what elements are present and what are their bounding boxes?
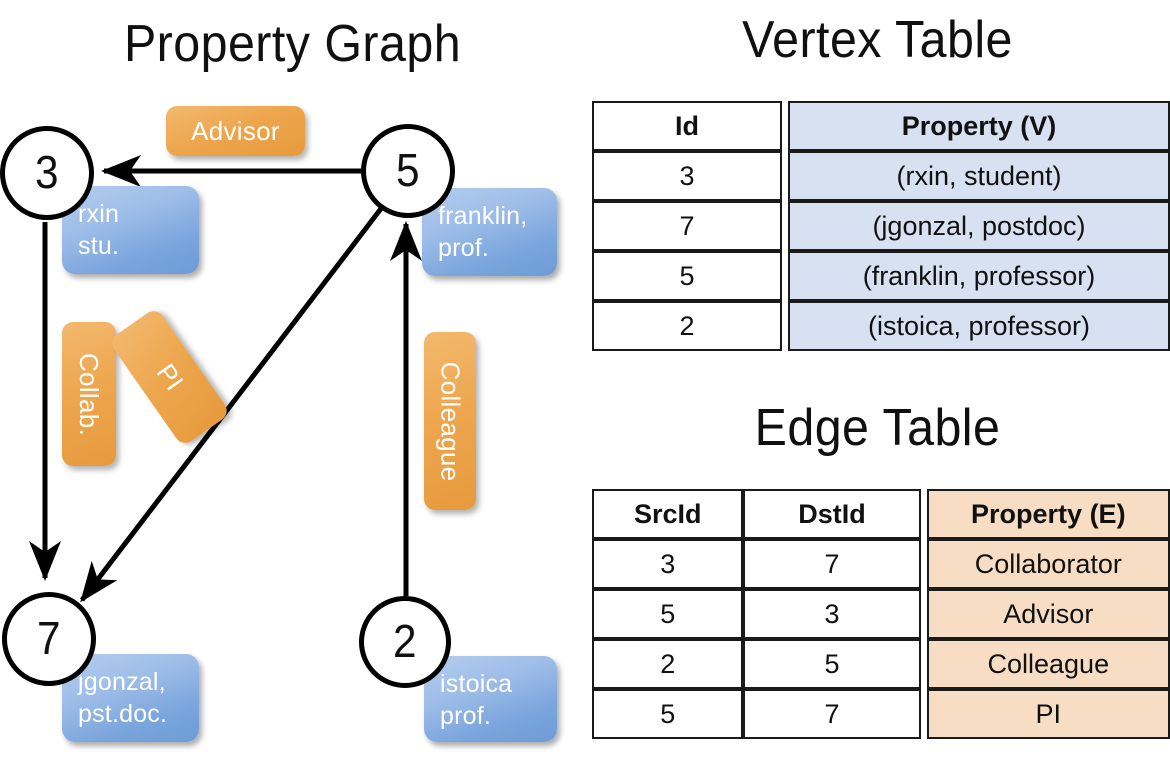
graph-node-7-label: 7 [37, 612, 61, 664]
vertex-cell-id: 2 [592, 301, 782, 351]
page-title-property-graph: Property Graph [123, 15, 462, 73]
node-property-box-2: istoica prof. [424, 656, 557, 742]
edge-cell-srcid: 2 [592, 639, 744, 689]
vertex-cell-property: (rxin, student) [788, 151, 1170, 201]
edge-cell-srcid: 5 [592, 689, 744, 739]
edge-cell-property: Colleague [926, 639, 1170, 689]
table-header-row: Id Property (V) [592, 101, 1170, 151]
edge-table: SrcId DstId Property (E) 3 7 Collaborato… [592, 489, 1170, 739]
edge-cell-srcid: 5 [592, 589, 744, 639]
node-property-box-5: franklin, prof. [422, 188, 557, 276]
vertex-cell-property: (istoica, professor) [788, 301, 1170, 351]
edge-cell-srcid: 3 [592, 539, 744, 589]
vertex-header-id: Id [592, 101, 782, 151]
edge-label-colleague: Colleague [424, 332, 476, 510]
edge-cell-dstid: 7 [743, 689, 921, 739]
table-row: 3 7 Collaborator [592, 539, 1170, 589]
edge-label-pi-text: PI [150, 357, 190, 396]
table-header-row: SrcId DstId Property (E) [592, 489, 1170, 539]
table-row: 2 5 Colleague [592, 639, 1170, 689]
vertex-header-property: Property (V) [788, 101, 1170, 151]
vertex-table: Id Property (V) 3 (rxin, student) 7 (jgo… [592, 101, 1170, 351]
graph-node-7: 7 [2, 592, 96, 686]
table-row: 2 (istoica, professor) [592, 301, 1170, 351]
edge-label-colleague-text: Colleague [435, 361, 466, 481]
edge-cell-property: Collaborator [926, 539, 1170, 589]
table-row: 7 (jgonzal, postdoc) [592, 201, 1170, 251]
edge-cell-dstid: 5 [743, 639, 921, 689]
graph-edges-svg [29, 155, 422, 603]
page-title-vertex-table: Vertex Table [742, 11, 1013, 69]
edge-5-to-7 [80, 204, 385, 603]
edge-label-collab: Collab. [62, 322, 116, 466]
table-row: 3 (rxin, student) [592, 151, 1170, 201]
edge-cell-property: Advisor [926, 589, 1170, 639]
edge-label-collab-text: Collab. [74, 352, 105, 436]
edge-header-dstid: DstId [743, 489, 921, 539]
graph-node-2-label: 2 [393, 615, 417, 667]
graph-node-5-label: 5 [396, 144, 420, 196]
graph-node-3-label: 3 [35, 146, 59, 198]
table-row: 5 3 Advisor [592, 589, 1170, 639]
graph-node-5: 5 [361, 124, 455, 218]
vertex-cell-property: (franklin, professor) [788, 251, 1170, 301]
edge-label-advisor-text: Advisor [191, 115, 280, 146]
property-graph-panel: Property Graph Advisor Collab. PI [0, 15, 557, 742]
graph-node-3: 3 [0, 126, 94, 220]
node-property-box-3: rxin stu. [62, 186, 199, 274]
vertex-cell-id: 7 [592, 201, 782, 251]
edge-cell-property: PI [926, 689, 1170, 739]
graph-node-2: 2 [359, 596, 451, 688]
edge-header-srcid: SrcId [592, 489, 744, 539]
edge-label-advisor: Advisor [166, 106, 305, 156]
edge-cell-dstid: 3 [743, 589, 921, 639]
edge-header-property: Property (E) [926, 489, 1170, 539]
vertex-cell-id: 3 [592, 151, 782, 201]
page-title-edge-table: Edge Table [754, 399, 1001, 457]
table-row: 5 7 PI [592, 689, 1170, 739]
vertex-cell-property: (jgonzal, postdoc) [788, 201, 1170, 251]
edge-cell-dstid: 7 [743, 539, 921, 589]
table-row: 5 (franklin, professor) [592, 251, 1170, 301]
vertex-cell-id: 5 [592, 251, 782, 301]
